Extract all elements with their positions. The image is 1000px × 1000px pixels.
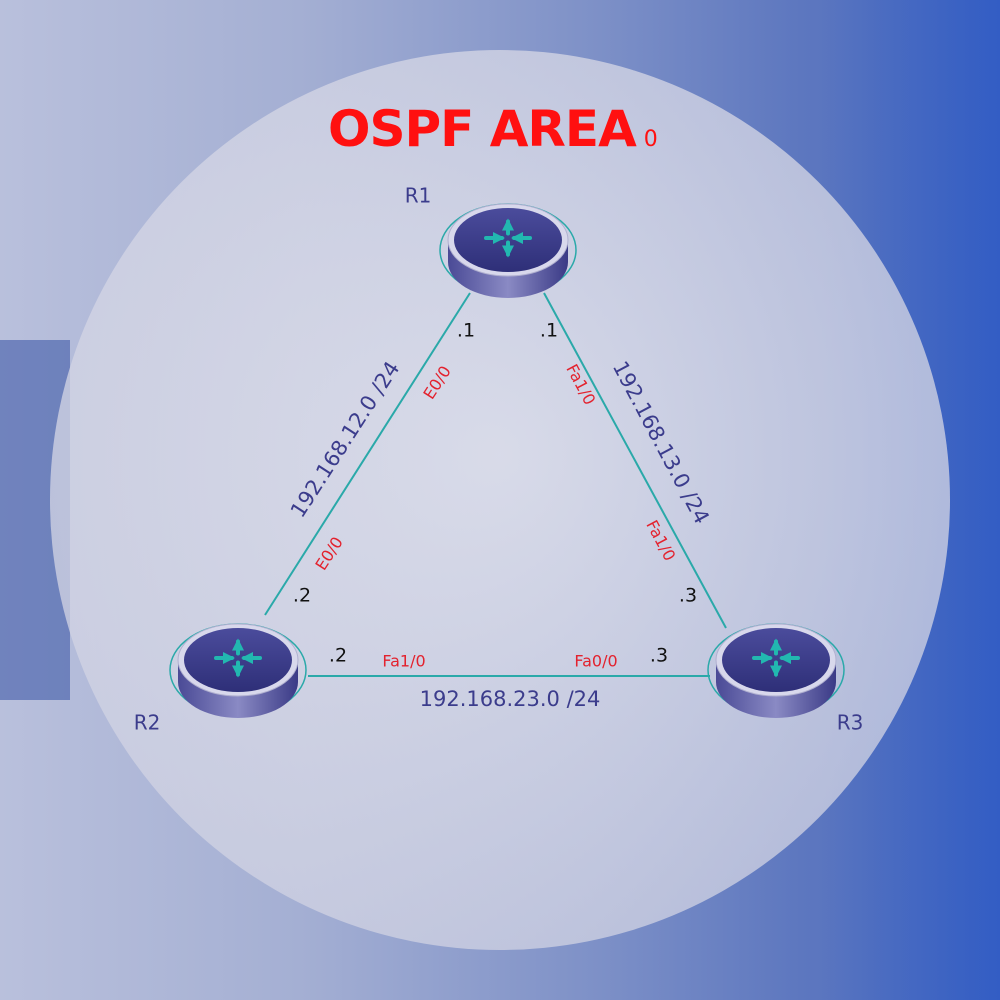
- title-text: OSPF AREA: [328, 100, 637, 158]
- r2-router-icon[interactable]: [169, 623, 307, 718]
- r3-router-icon[interactable]: [707, 623, 845, 718]
- interface-label-r3-r2-r3: Fa0/0: [574, 652, 617, 671]
- host-label-r1-r1-r2: .1: [457, 320, 475, 342]
- router-label-r2: R2: [134, 711, 161, 735]
- routers: [169, 203, 845, 718]
- host-label-r3-r2-r3: .3: [650, 645, 668, 667]
- interface-label-r2-r2-r3: Fa1/0: [382, 652, 425, 671]
- host-label-r2-r2-r3: .2: [329, 645, 347, 667]
- host-label-r3-r1-r3: .3: [679, 585, 697, 607]
- area-id: 0: [643, 127, 658, 152]
- link-r1-r3: [543, 292, 727, 629]
- link-r1-r2: [264, 292, 471, 616]
- router-label-r1: R1: [405, 184, 432, 208]
- area-circle: [50, 50, 950, 950]
- network-label-r2-r3: 192.168.23.0 /24: [420, 687, 601, 711]
- r1-router-icon[interactable]: [439, 203, 577, 298]
- links: [264, 292, 727, 677]
- host-label-r1-r1-r3: .1: [540, 320, 558, 342]
- router-label-r3: R3: [837, 711, 864, 735]
- host-label-r2-r1-r2: .2: [293, 585, 311, 607]
